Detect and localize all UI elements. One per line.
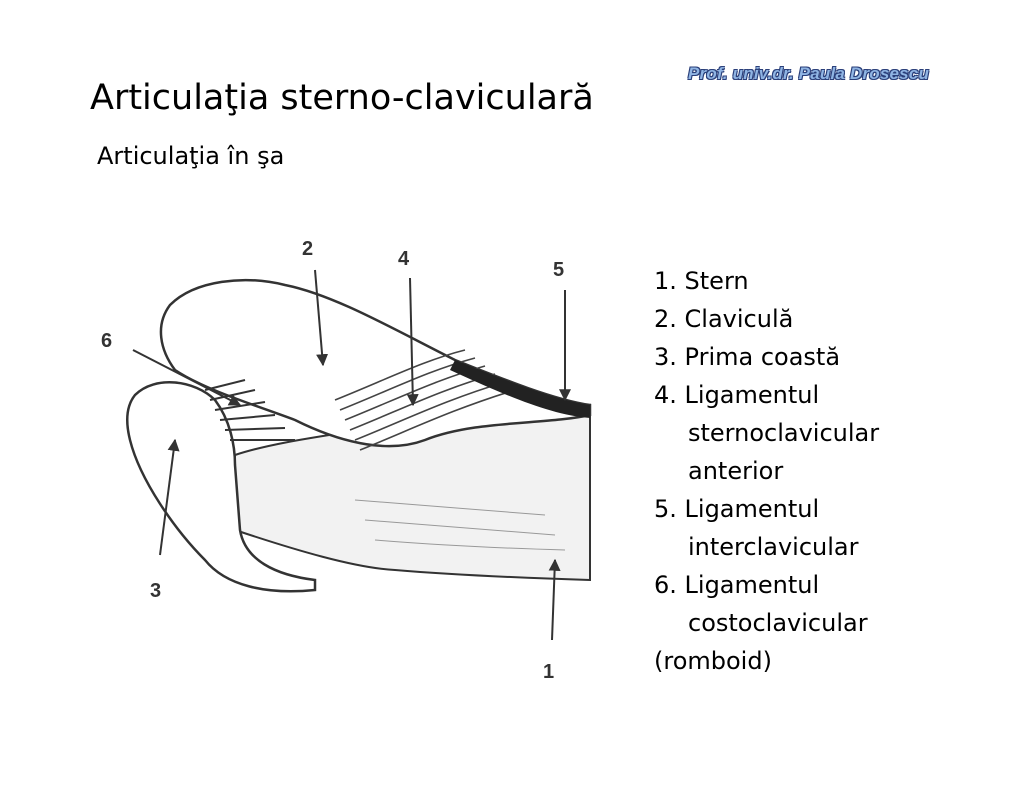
legend-item: 3. Prima coastă — [654, 343, 841, 371]
pointer-1 — [548, 558, 561, 641]
legend-item-continuation: anterior — [688, 457, 784, 485]
pointer-6 — [132, 349, 242, 406]
interclavicular-ligament-band — [450, 360, 590, 418]
legend-item: 4. Ligamentul — [654, 381, 820, 409]
legend-item: (romboid) — [654, 647, 772, 675]
figure-label-1: 1 — [543, 661, 554, 683]
anatomy-illustration: 2 4 5 6 3 1 — [95, 230, 595, 690]
sternoclavicular-joint-drawing: 2 4 5 6 3 1 — [101, 238, 592, 683]
author-credit: Prof. univ.dr. Paula Drosescu — [688, 64, 930, 83]
slide-subtitle: Articulaţia în şa — [97, 142, 285, 170]
figure-label-2: 2 — [302, 238, 313, 260]
figure-label-5: 5 — [553, 259, 564, 281]
legend-item-continuation: interclavicular — [688, 533, 859, 561]
legend-item-continuation: costoclavicular — [688, 609, 868, 637]
legend-item: 2. Claviculă — [654, 305, 794, 333]
sternum-texture — [354, 499, 566, 551]
figure-label-3: 3 — [150, 580, 161, 602]
pointer-2 — [314, 269, 329, 367]
legend-item: 1. Stern — [654, 267, 749, 295]
slide-title: Articulaţia sterno-claviculară — [90, 78, 594, 118]
pointer-3 — [159, 438, 180, 556]
costoclavicular-fibers — [204, 379, 295, 441]
pointer-4 — [406, 277, 419, 407]
legend-item: 6. Ligamentul — [654, 571, 820, 599]
figure-label-4: 4 — [398, 248, 410, 270]
figure-label-6: 6 — [101, 330, 112, 352]
legend-item: 5. Ligamentul — [654, 495, 820, 523]
clavicle-shape — [159, 278, 592, 448]
legend-item-continuation: sternoclavicular — [688, 419, 880, 447]
first-rib-shape — [126, 381, 317, 593]
legend-list: 1. Stern 2. Claviculă 3. Prima coastă 4. Li… — [654, 262, 879, 680]
